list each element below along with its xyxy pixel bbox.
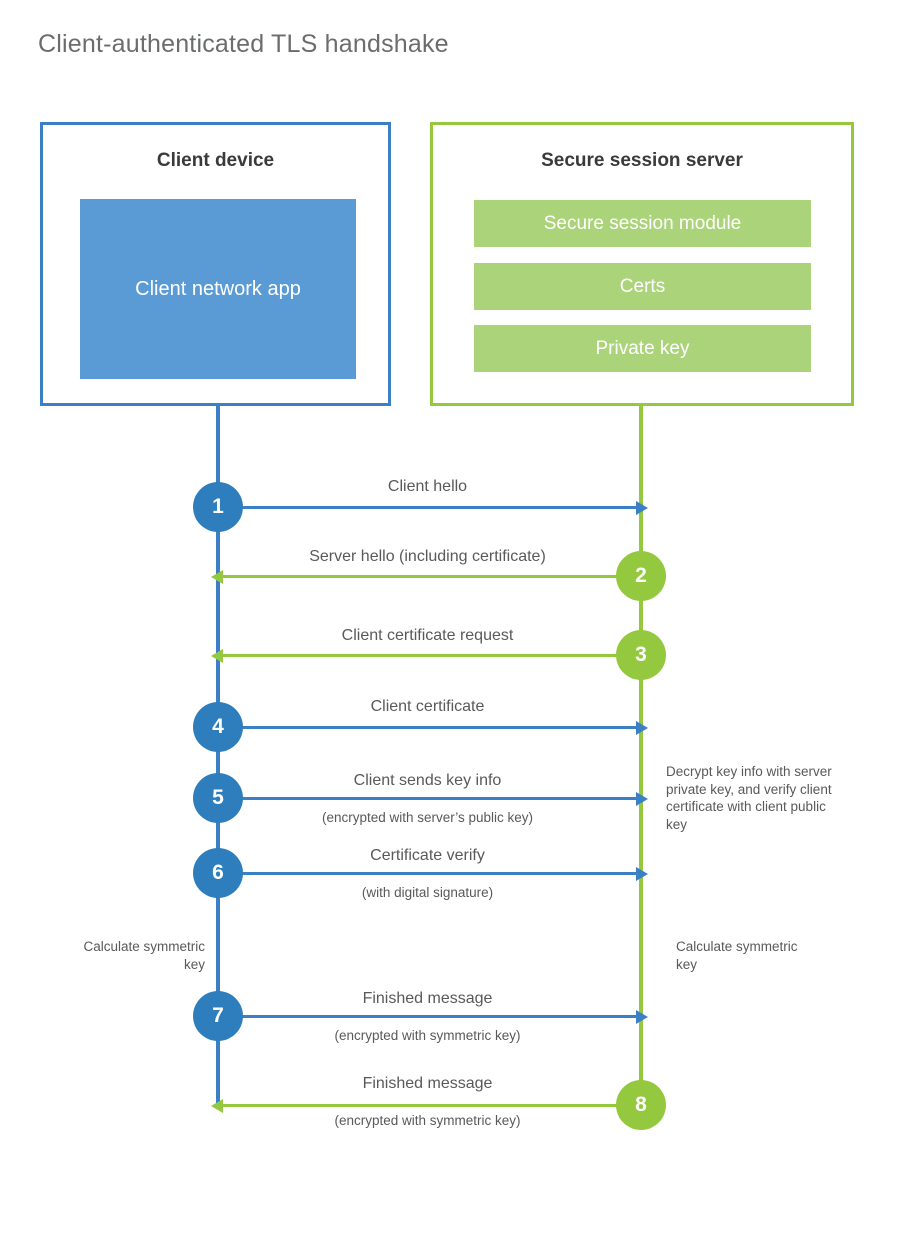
step-marker-4[interactable]: 4 bbox=[193, 702, 243, 752]
message-sublabel-step-6: (with digital signature) bbox=[361, 885, 494, 900]
arrowhead-right-icon bbox=[636, 720, 648, 735]
arrow-step-2 bbox=[211, 569, 639, 584]
annotation-server-calculate-symmetric-key: Calculate symmetric key bbox=[676, 939, 798, 972]
step-marker-3[interactable]: 3 bbox=[616, 630, 666, 680]
arrowhead-left-icon bbox=[211, 648, 223, 663]
arrow-step-7 bbox=[218, 1009, 648, 1024]
server-module-certs: Certs bbox=[474, 263, 811, 310]
arrowhead-left-icon bbox=[211, 569, 223, 584]
client-network-app-box: Client network app bbox=[80, 199, 356, 379]
secure-session-server-title: Secure session server bbox=[541, 150, 743, 171]
arrowhead-right-icon bbox=[636, 791, 648, 806]
message-sublabel-step-7: (encrypted with symmetric key) bbox=[334, 1028, 521, 1043]
message-label-step-2: Server hello (including certificate) bbox=[309, 548, 546, 565]
arrowhead-right-icon bbox=[636, 500, 648, 515]
client-device-panel: Client device Client network app bbox=[40, 122, 391, 406]
step-marker-1[interactable]: 1 bbox=[193, 482, 243, 532]
step-marker-8[interactable]: 8 bbox=[616, 1080, 666, 1130]
arrow-step-6 bbox=[218, 866, 648, 881]
message-label-step-3: Client certificate request bbox=[341, 627, 514, 644]
server-lifeline bbox=[639, 405, 643, 1105]
step-marker-2[interactable]: 2 bbox=[616, 551, 666, 601]
arrow-step-8 bbox=[211, 1098, 639, 1113]
arrow-step-1 bbox=[218, 500, 648, 515]
message-label-step-1: Client hello bbox=[387, 478, 468, 495]
arrowhead-left-icon bbox=[211, 1098, 223, 1113]
client-device-title: Client device bbox=[156, 150, 275, 171]
client-lifeline bbox=[216, 405, 220, 1105]
annotation-server-decrypt: Decrypt key info with server private key… bbox=[666, 764, 832, 832]
step-marker-7[interactable]: 7 bbox=[193, 991, 243, 1041]
step-marker-5[interactable]: 5 bbox=[193, 773, 243, 823]
arrowhead-right-icon bbox=[636, 866, 648, 881]
message-sublabel-step-8: (encrypted with symmetric key) bbox=[334, 1113, 521, 1128]
server-module-private-key: Private key bbox=[474, 325, 811, 372]
secure-session-server-panel: Secure session server Secure session mod… bbox=[430, 122, 854, 406]
arrow-step-3 bbox=[211, 648, 639, 663]
step-marker-6[interactable]: 6 bbox=[193, 848, 243, 898]
message-label-step-7: Finished message bbox=[362, 990, 493, 1007]
arrowhead-right-icon bbox=[636, 1009, 648, 1024]
arrow-step-4 bbox=[218, 720, 648, 735]
message-label-step-6: Certificate verify bbox=[370, 847, 485, 864]
server-module-secure-session-module: Secure session module bbox=[474, 200, 811, 247]
message-label-step-4: Client certificate bbox=[370, 698, 485, 715]
message-label-step-5: Client sends key info bbox=[353, 772, 502, 789]
annotation-client-calculate-symmetric-key: Calculate symmetric key bbox=[83, 939, 205, 972]
page-title: Client-authenticated TLS handshake bbox=[38, 30, 449, 58]
message-label-step-8: Finished message bbox=[362, 1075, 493, 1092]
message-sublabel-step-5: (encrypted with server’s public key) bbox=[321, 810, 534, 825]
arrow-step-5 bbox=[218, 791, 648, 806]
